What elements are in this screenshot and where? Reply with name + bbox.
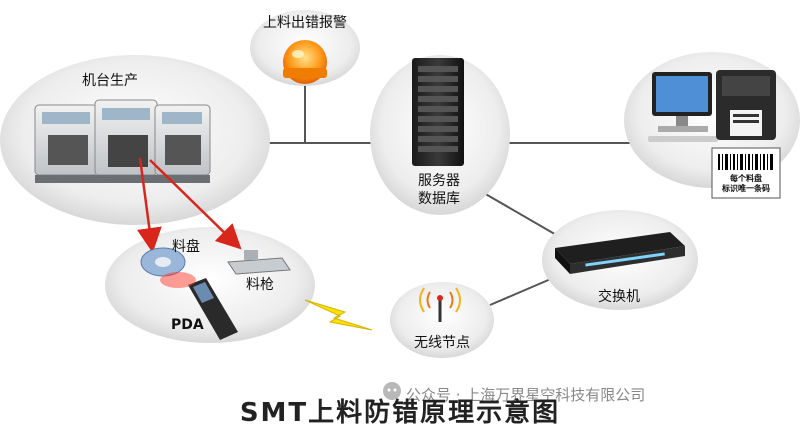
switch-label: 交换机	[598, 289, 640, 305]
label-printer-icon	[716, 70, 776, 140]
diagram-title: SMT上料防错原理示意图	[239, 398, 561, 428]
wireless-signal-bolt-icon	[304, 299, 373, 331]
link-switch-wireless	[489, 274, 561, 306]
smt-machines-icon	[34, 99, 211, 183]
feeder-label: 料枪	[246, 277, 274, 293]
barcode-tag-line1: 每个料盘	[730, 174, 762, 183]
pda-label: PDA	[171, 317, 204, 333]
server-label-line1: 服务器	[418, 173, 460, 189]
computer-icon	[648, 72, 718, 142]
wireless-label: 无线节点	[414, 335, 470, 351]
alarm-label: 上料出错报警	[263, 15, 347, 31]
watermark-text: 公众号 · 上海万界星空科技有限公司	[406, 386, 646, 404]
pda-scanner-icon	[160, 272, 238, 340]
server-icon	[412, 58, 464, 166]
wechat-icon	[383, 382, 401, 400]
arrow-to-reel	[136, 157, 162, 253]
feeder-gun-icon	[227, 250, 291, 275]
arrow-to-feeder	[149, 159, 242, 250]
server-label-line2: 数据库	[418, 191, 460, 207]
alarm-lamp-icon	[283, 40, 327, 84]
wireless-antenna-icon	[419, 287, 461, 322]
wireless-bubble	[390, 282, 494, 358]
machine-label: 机台生产	[82, 73, 138, 89]
reel-label: 料盘	[172, 239, 200, 255]
barcode-tag-line2: 标识唯一条码	[722, 184, 770, 193]
barcode-tag-icon	[711, 147, 781, 199]
network-switch-icon	[555, 232, 685, 274]
